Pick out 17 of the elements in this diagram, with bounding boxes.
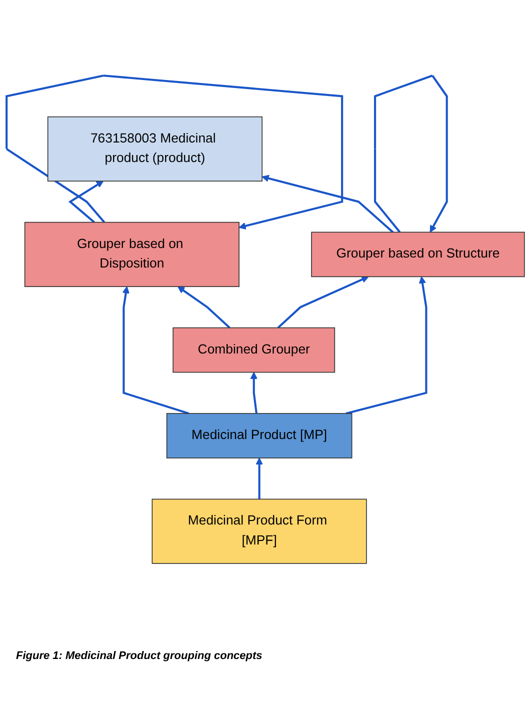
node-box: Grouper based on Structure	[311, 232, 525, 278]
arrow	[277, 276, 369, 330]
arrow	[68, 181, 104, 224]
arrow	[262, 175, 394, 234]
node-box: Medicinal Product [MP]	[166, 414, 352, 459]
node-box: 763158003 Medicinal product (product)	[47, 116, 262, 182]
node-box: Medicinal Product Form [MPF]	[152, 499, 367, 564]
arrow	[178, 286, 230, 330]
arrow	[374, 75, 448, 234]
arrow	[346, 276, 428, 415]
arrow	[250, 372, 258, 414]
arrow	[6, 75, 344, 230]
node-box: Grouper based on Disposition	[24, 222, 240, 288]
node-box: Combined Grouper	[172, 328, 336, 374]
arrow	[122, 286, 190, 415]
arrow	[256, 458, 263, 500]
figure-caption: Figure 1: Medicinal Product grouping concepts	[16, 650, 264, 662]
